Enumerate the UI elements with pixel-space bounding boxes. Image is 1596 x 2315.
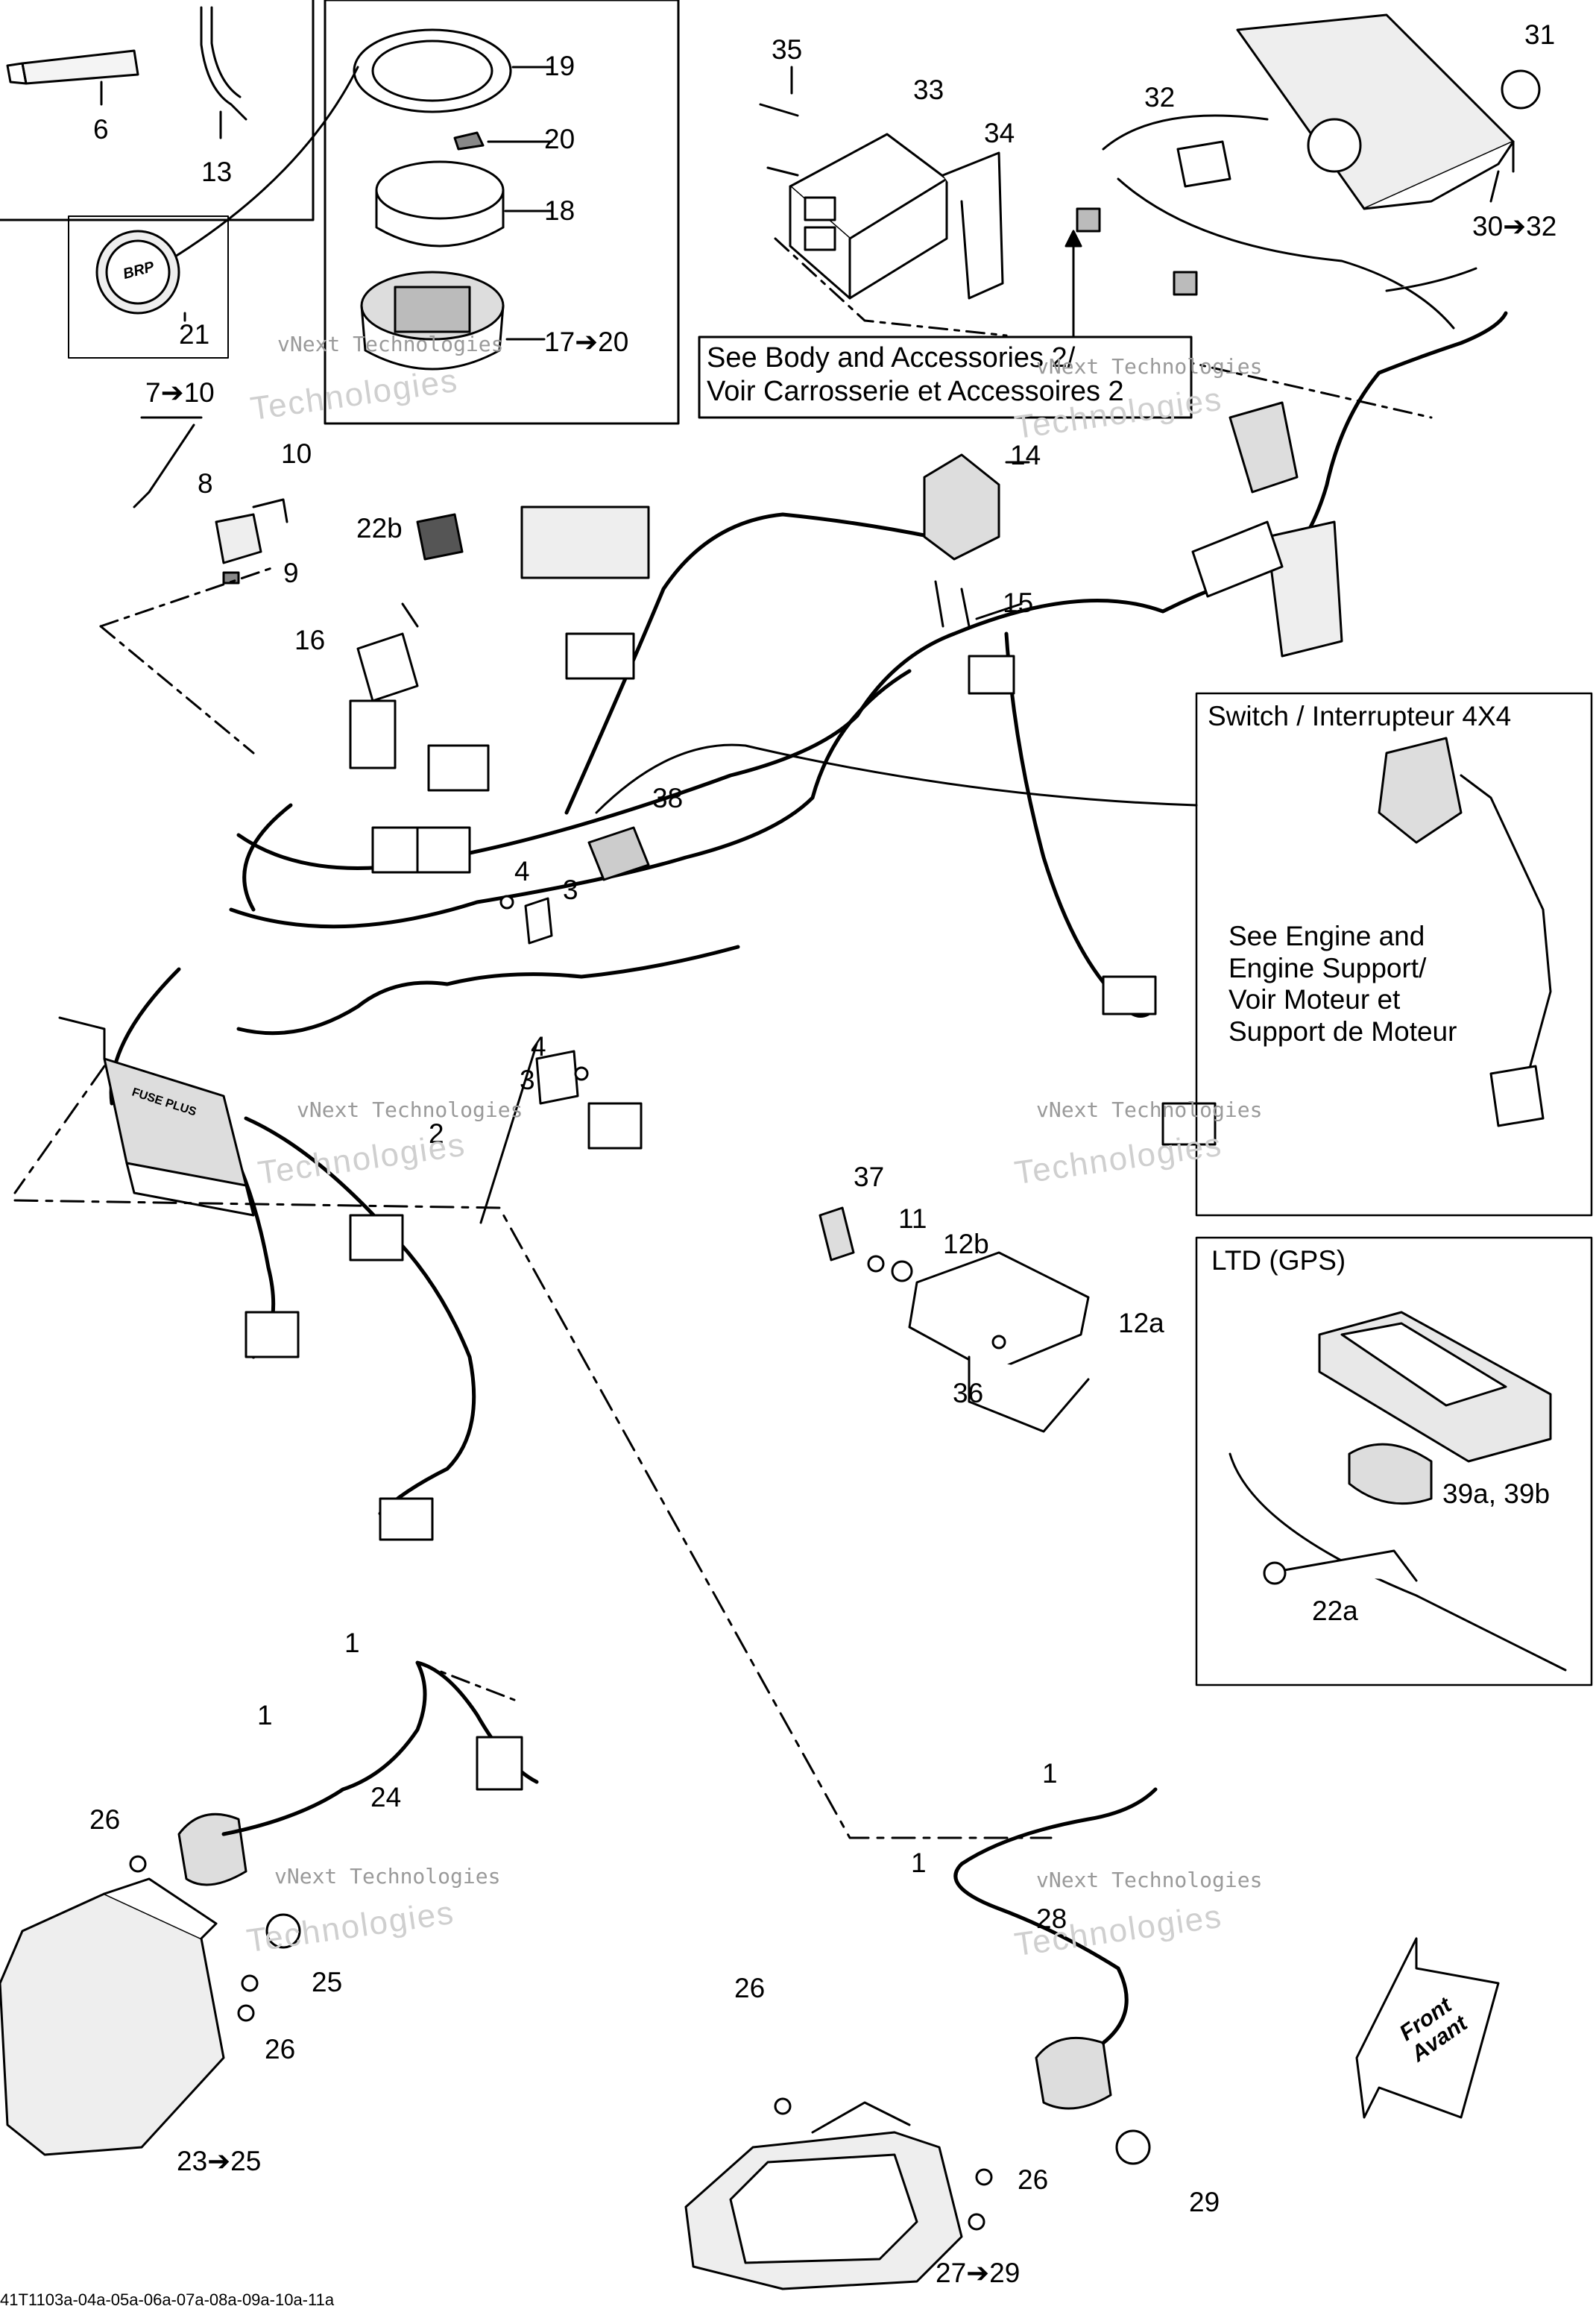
callout-37: 37 — [854, 1162, 885, 1192]
callout-12b: 12b — [943, 1229, 989, 1259]
speedometer-parts — [148, 28, 553, 371]
right-headlight-harness — [953, 1787, 1158, 2045]
rear-harness-connectors — [1191, 401, 1343, 658]
document-id: 41T1103a-04a-05a-06a-07a-08a-09a-10a-11a — [0, 2290, 335, 2309]
brp-badge-part — [95, 230, 186, 322]
callout-16: 16 — [294, 625, 326, 655]
callout-8: 8 — [198, 468, 213, 499]
body-accessories-line1: See Body and Accessories 2/ — [707, 342, 1076, 374]
callout-7-10: 7➔10 — [145, 377, 215, 408]
callout-34: 34 — [984, 118, 1015, 148]
callout-35: 35 — [772, 34, 803, 65]
clip-parts — [479, 826, 650, 1224]
ltd-gps-title: LTD (GPS) — [1211, 1245, 1346, 1276]
callout-13: 13 — [201, 157, 233, 187]
steering-switch-part — [923, 453, 1030, 628]
right-headlight-part — [684, 2036, 1151, 2290]
callout-1b: 1 — [257, 1700, 273, 1730]
tail-light-part — [1076, 13, 1541, 330]
watermark-5: vNext Technologies — [274, 1864, 501, 1889]
callout-21: 21 — [179, 319, 210, 350]
badge-box — [68, 215, 229, 359]
callout-28: 28 — [1036, 1903, 1067, 1934]
engine-note-line2: Engine Support/ — [1228, 952, 1427, 983]
callout-36: 36 — [953, 1378, 984, 1408]
callout-19: 19 — [544, 51, 575, 81]
callout-1d: 1 — [911, 1848, 927, 1878]
callout-18: 18 — [544, 195, 575, 226]
main-wiring-harness — [109, 311, 1508, 1516]
callout-32: 32 — [1144, 82, 1176, 113]
callout-29: 29 — [1189, 2187, 1220, 2217]
switch-4x4-panel — [1195, 692, 1593, 1217]
callout-1a: 1 — [344, 1628, 360, 1658]
callout-4a: 4 — [514, 856, 530, 886]
grease-tube-part — [6, 49, 139, 106]
callout-30-32: 30➔32 — [1472, 211, 1557, 242]
relay-part — [356, 513, 464, 702]
engine-note-line1: See Engine and — [1228, 921, 1425, 951]
watermark-4: vNext Technologies — [1036, 1097, 1263, 1122]
callout-20: 20 — [544, 124, 575, 154]
callout-26b: 26 — [265, 2034, 296, 2064]
callout-2: 2 — [429, 1118, 444, 1149]
callout-22a: 22a — [1312, 1596, 1358, 1626]
engine-note-line3: Voir Moteur et — [1228, 984, 1401, 1015]
callout-3b: 3 — [520, 1065, 535, 1095]
engine-support-note: See Engine and Engine Support/ Voir Mote… — [1228, 921, 1457, 1048]
gps-unit-part — [1228, 1311, 1567, 1672]
switch-4x4-title: Switch / Interrupteur 4X4 — [1208, 701, 1512, 731]
left-headlight-harness — [221, 1660, 539, 1836]
callout-24: 24 — [370, 1782, 402, 1812]
harness-connectors — [245, 505, 1217, 1541]
callout-23-25: 23➔25 — [177, 2146, 262, 2176]
callout-10: 10 — [281, 438, 312, 469]
callout-1c: 1 — [1042, 1758, 1058, 1789]
watermark-1: vNext Technologies — [277, 332, 504, 356]
engine-note-line4: Support de Moteur — [1228, 1015, 1457, 1047]
gauge-kit-box — [324, 0, 680, 425]
mounting-bracket-part — [818, 1206, 1090, 1433]
callout-12a: 12a — [1118, 1308, 1164, 1338]
callout-27-29: 27➔29 — [936, 2258, 1021, 2288]
callout-6: 6 — [93, 114, 109, 145]
callout-31: 31 — [1524, 19, 1556, 50]
watermark-6: vNext Technologies — [1036, 1868, 1263, 1892]
accessory-box-outline — [0, 0, 315, 221]
body-accessories-note-box — [698, 336, 1193, 419]
watermark-3: vNext Technologies — [297, 1097, 523, 1122]
callout-38: 38 — [652, 783, 684, 813]
left-headlight-part — [0, 1812, 301, 2156]
callout-26d: 26 — [1018, 2164, 1049, 2195]
callout-33: 33 — [913, 75, 944, 105]
callout-17-20: 17➔20 — [544, 327, 629, 357]
control-module-part — [759, 66, 1004, 300]
callout-9: 9 — [283, 558, 299, 588]
body-accessories-note: See Body and Accessories 2/ Voir Carross… — [707, 341, 1124, 409]
callout-26c: 26 — [734, 1973, 766, 2003]
front-direction-arrow — [1355, 1937, 1500, 2119]
callout-3a: 3 — [563, 875, 578, 905]
callout-14: 14 — [1010, 440, 1041, 470]
switch-4x4-part — [1378, 737, 1552, 1127]
ltd-gps-panel — [1195, 1236, 1593, 1686]
callout-11: 11 — [898, 1203, 927, 1234]
callout-25: 25 — [312, 1967, 343, 1997]
callout-39a-39b: 39a, 39b — [1442, 1478, 1551, 1509]
watermark-2: vNext Technologies — [1036, 354, 1263, 379]
callout-22b: 22b — [356, 513, 403, 544]
callout-15: 15 — [1003, 588, 1034, 618]
callout-26a: 26 — [89, 1804, 121, 1835]
bulb-socket-parts — [215, 498, 288, 585]
callout-4b: 4 — [531, 1031, 546, 1062]
body-accessories-line2: Voir Carrosserie et Accessoires 2 — [707, 375, 1124, 407]
cable-tie-part — [200, 6, 247, 139]
fuse-box-part — [58, 1016, 255, 1217]
